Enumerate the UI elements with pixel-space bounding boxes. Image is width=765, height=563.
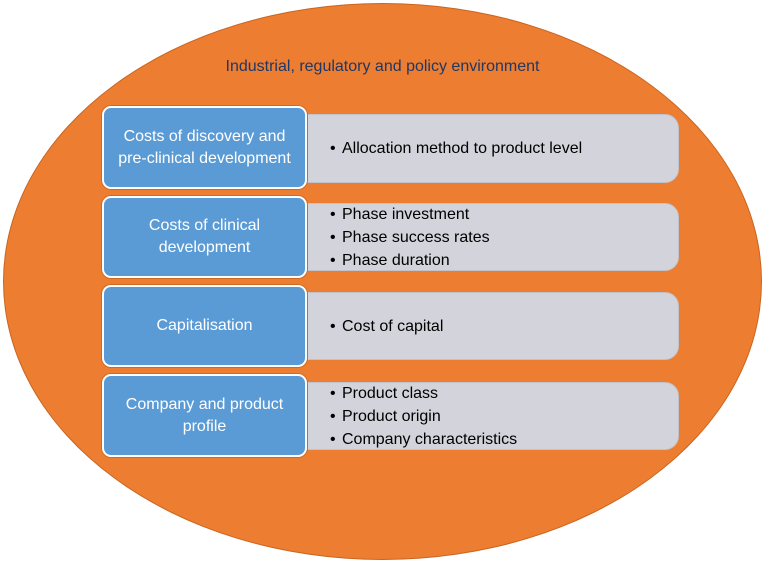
row-3-details: Cost of capital: [292, 292, 679, 360]
row-2-bullet-1: Phase investment: [330, 203, 490, 226]
row-2-label-box: Costs of clinical development: [102, 196, 307, 278]
row-4-label: Company and product profile: [125, 395, 284, 435]
row-3-label-box: Capitalisation: [102, 285, 307, 367]
row-2-bullet-3: Phase duration: [330, 249, 490, 272]
row-4-bullet-2: Product origin: [330, 405, 517, 428]
row-2-label: Costs of clinical development: [148, 217, 261, 256]
environment-ellipse: [3, 3, 762, 560]
row-1-label-box: Costs of discovery and pre-clinical deve…: [102, 106, 307, 189]
row-4-label-box: Company and product profile: [102, 374, 307, 457]
row-2-bullet-2: Phase success rates: [330, 226, 490, 249]
row-3-label: Capitalisation: [156, 317, 253, 334]
row-1-bullet-1: Allocation method to product level: [330, 137, 582, 160]
row-1-label: Costs of discovery and pre-clinical deve…: [118, 127, 291, 167]
row-3-bullet-1: Cost of capital: [330, 315, 443, 338]
row-2-details: Phase investment Phase success rates Pha…: [292, 203, 679, 272]
row-4-bullet-1: Product class: [330, 382, 517, 405]
row-4-details: Product class Product origin Company cha…: [292, 382, 679, 451]
environment-title: Industrial, regulatory and policy enviro…: [225, 58, 540, 75]
row-4-bullet-3: Company characteristics: [330, 428, 517, 451]
row-1-details: Allocation method to product level: [292, 114, 679, 183]
